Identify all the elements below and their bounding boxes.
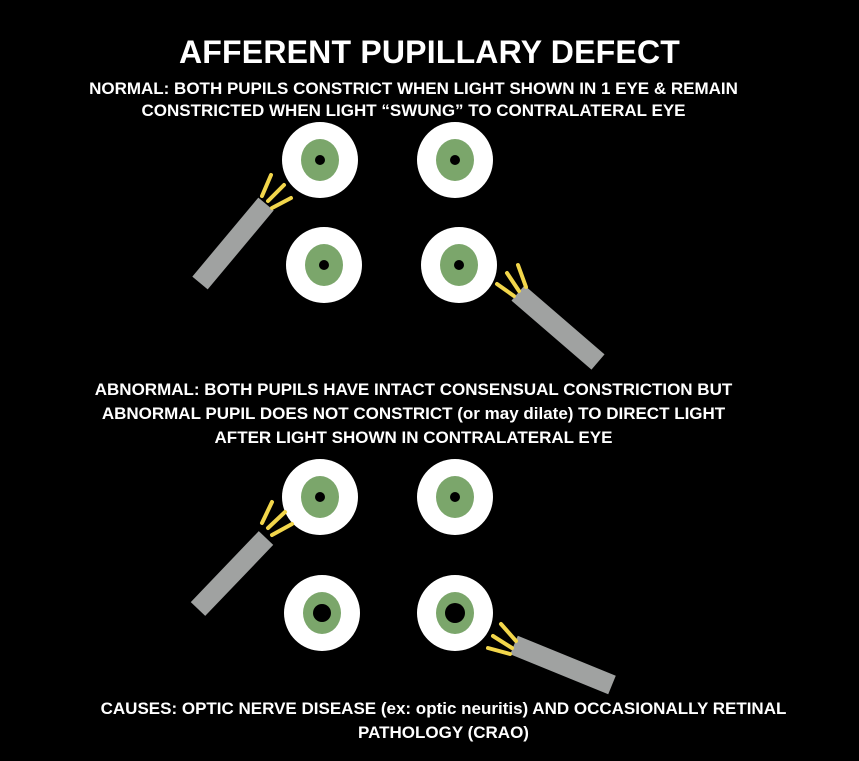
abnormal-eye-row1-left: [282, 459, 358, 535]
causes-line-2: PATHOLOGY (CRAO): [358, 723, 529, 742]
normal-flashlight-left: [192, 173, 293, 290]
abnormal-eye-row1-right: [417, 459, 493, 535]
diagram-title: AFFERENT PUPILLARY DEFECT: [178, 34, 680, 70]
abnormal-flashlight-right: [486, 622, 616, 695]
abnormal-eye-row2-left: [284, 575, 360, 651]
abnormal-eye-row2-right: [417, 575, 493, 651]
abnormal-description-line-3: AFTER LIGHT SHOWN IN CONTRALATERAL EYE: [214, 428, 613, 447]
abnormal-description-line-2: ABNORMAL PUPIL DOES NOT CONSTRICT (or ma…: [101, 404, 726, 423]
abnormal-description-line-1: ABNORMAL: BOTH PUPILS HAVE INTACT CONSEN…: [94, 380, 733, 399]
normal-eye-row2-right: [421, 227, 497, 303]
normal-eye-row2-left: [286, 227, 362, 303]
abnormal-flashlight-left: [190, 500, 294, 616]
normal-eye-row1-left: [282, 122, 358, 198]
causes-line-1: CAUSES: OPTIC NERVE DISEASE (ex: optic n…: [100, 699, 787, 718]
normal-flashlight-right: [495, 263, 605, 370]
normal-description-line-1: NORMAL: BOTH PUPILS CONSTRICT WHEN LIGHT…: [89, 79, 738, 98]
normal-description-line-2: CONSTRICTED WHEN LIGHT “SWUNG” TO CONTRA…: [141, 101, 686, 120]
normal-eye-row1-right: [417, 122, 493, 198]
